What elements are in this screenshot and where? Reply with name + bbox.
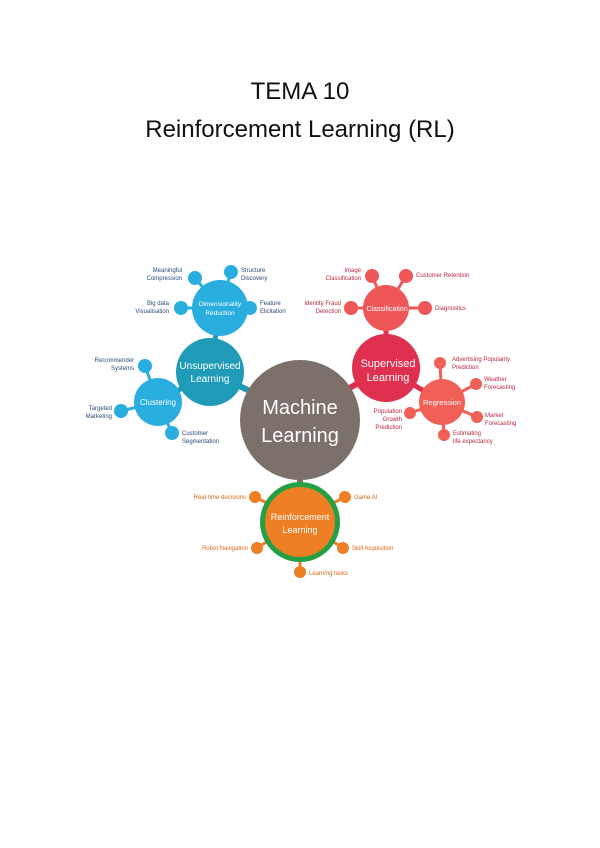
leaf-advertising-1: Advertising Popularity <box>452 357 510 363</box>
leaf-dot <box>344 301 358 315</box>
supervised-label-2: Learning <box>367 372 410 384</box>
leaf-life-2: life expectancy <box>453 439 493 445</box>
leaf-recommender-2: Systems <box>111 366 134 372</box>
leaf-dot <box>188 271 202 285</box>
leaf-population-1: Population <box>374 409 402 415</box>
classification-node: Classification <box>363 285 409 331</box>
leaf-targeted-1: Targeted <box>89 406 112 412</box>
leaf-dot <box>294 566 306 578</box>
leaf-dot <box>174 301 188 315</box>
center-node: Machine Learning <box>240 360 360 480</box>
leaf-bigdata-1: Big data <box>147 301 170 307</box>
leaf-dot <box>438 429 450 441</box>
leaf-fraud-2: Detection <box>316 309 341 315</box>
dimensionality-node: Dimensionality Reduction <box>192 280 248 336</box>
leaf-meaningful-2: Compression <box>147 276 182 282</box>
leaf-fraud-1: Identity Fraud <box>304 301 341 307</box>
leaf-life-1: Estimating <box>453 431 481 437</box>
clustering-label: Clustering <box>140 398 176 407</box>
regression-node: Regression <box>419 379 465 425</box>
reinforcement-label-2: Learning <box>282 525 317 535</box>
leaf-recommender-1: Recommender <box>95 358 134 364</box>
leaf-dot <box>249 491 261 503</box>
leaf-targeted-2: Marketing <box>86 414 112 420</box>
dimensionality-label-2: Reduction <box>205 310 235 317</box>
leaf-robot: Robot Navigation <box>202 546 248 552</box>
leaf-customer-1: Customer <box>182 431 208 437</box>
unsupervised-label-1: Unsupervised <box>179 361 240 372</box>
unsupervised-label-2: Learning <box>191 374 230 385</box>
leaf-advertising-2: Prediction <box>452 365 479 371</box>
leaf-population-3: Prediction <box>375 425 402 431</box>
leaf-dot <box>399 269 413 283</box>
leaf-meaningful-1: Meaningful <box>153 268 182 274</box>
leaf-diagnostics: Diagnostics <box>435 306 466 312</box>
leaf-realtime: Real-time decisions <box>194 495 246 501</box>
leaf-feature-2: Elicitation <box>260 309 286 315</box>
leaf-dot <box>470 378 482 390</box>
leaf-dot <box>224 265 238 279</box>
supervised-label-1: Supervised <box>360 358 415 370</box>
leaf-tasks: Learning tasks <box>309 571 348 577</box>
leaf-population-2: Growth <box>383 417 402 423</box>
leaf-structure-1: Structure <box>241 268 266 274</box>
supervised-node: Supervised Learning <box>352 334 420 402</box>
leaf-image-2: Classification <box>326 276 361 282</box>
leaf-weather-2: Forecasting <box>484 385 515 391</box>
leaf-dot <box>243 301 257 315</box>
leaf-dot <box>471 411 483 423</box>
unsupervised-node: Unsupervised Learning <box>176 338 244 406</box>
leaf-dot <box>404 407 416 419</box>
leaf-skill: Skill Acquisition <box>352 546 393 552</box>
leaf-customer-2: Segmentation <box>182 439 219 445</box>
leaf-structure-2: Discovery <box>241 276 267 282</box>
leaf-gameai: Game AI <box>354 495 378 501</box>
dimensionality-label-1: Dimensionality <box>199 301 242 308</box>
leaf-dot <box>337 542 349 554</box>
leaf-dot <box>365 269 379 283</box>
leaf-dot <box>418 301 432 315</box>
reinforcement-label-1: Reinforcement <box>271 512 330 522</box>
leaf-dot <box>114 404 128 418</box>
leaf-feature-1: Feature <box>260 301 281 307</box>
leaf-dot <box>434 357 446 369</box>
center-label-2: Learning <box>261 425 339 447</box>
leaf-retention: Customer Retention <box>416 273 469 279</box>
leaf-dot <box>251 542 263 554</box>
leaf-market-1: Market <box>485 413 504 419</box>
leaf-image-1: Image <box>344 268 361 274</box>
leaf-dot <box>339 491 351 503</box>
leaf-dot <box>165 426 179 440</box>
leaf-market-2: Forecasting <box>485 421 516 427</box>
leaf-bigdata-2: Visualisation <box>135 309 169 315</box>
regression-label: Regression <box>423 398 461 407</box>
classification-label: Classification <box>366 306 407 313</box>
reinforcement-node: Reinforcement Learning <box>260 482 340 562</box>
leaf-dot <box>138 359 152 373</box>
center-label-1: Machine <box>262 397 338 419</box>
clustering-node: Clustering <box>134 378 182 426</box>
page-title-line1: TEMA 10 <box>250 78 350 105</box>
page-title-line2: Reinforcement Learning (RL) <box>145 116 455 143</box>
leaf-weather-1: Weather <box>484 377 507 383</box>
